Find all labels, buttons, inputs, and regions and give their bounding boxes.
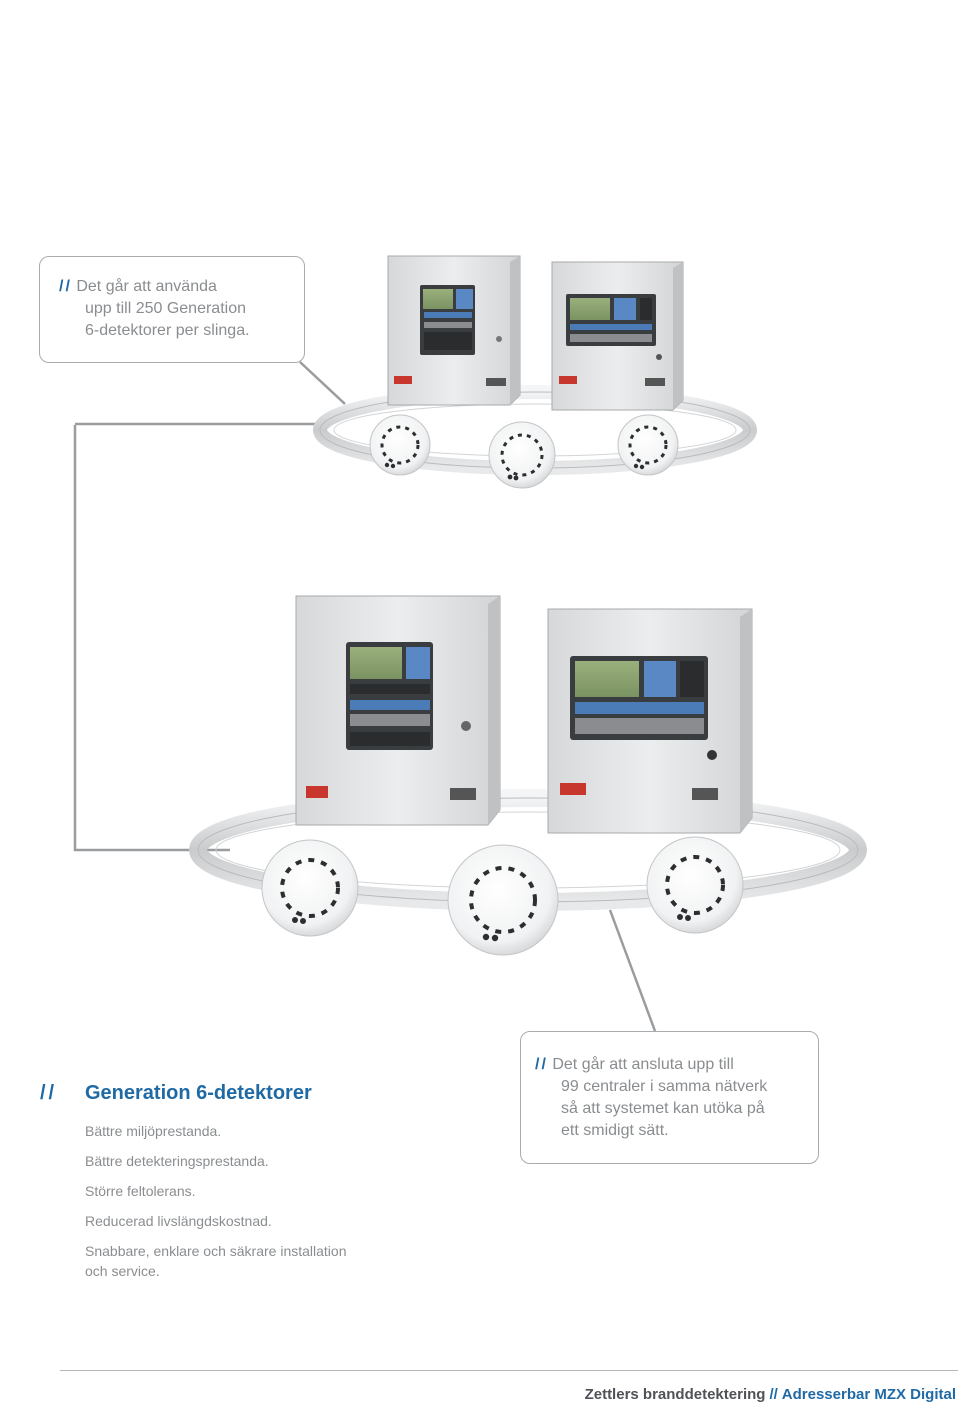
control-panel — [387, 255, 521, 406]
callout-line: ett smidigt sätt. — [561, 1122, 669, 1139]
callout-line: Det går att ansluta upp till — [552, 1056, 734, 1073]
feature-item: och service. — [85, 1263, 160, 1279]
callout-slash: // — [535, 1056, 548, 1073]
control-panel — [295, 595, 501, 826]
control-panel — [547, 608, 753, 834]
callout-slash: // — [59, 278, 72, 295]
smoke-detector — [261, 839, 359, 937]
smoke-detector — [447, 844, 559, 956]
footer-publication: Zettlers branddetektering — [584, 1386, 766, 1403]
feature-item: Större feltolerans. — [85, 1183, 196, 1199]
feature-item: Reducerad livslängdskostnad. — [85, 1213, 272, 1229]
smoke-detector — [369, 414, 431, 476]
network-cable — [73, 361, 657, 1032]
feature-title: Generation 6-detektorer — [85, 1082, 312, 1104]
smoke-detector — [617, 414, 679, 476]
callout-line: Det går att använda — [76, 278, 217, 295]
feature-item: Bättre detekteringsprestanda. — [85, 1153, 269, 1169]
callout-line: upp till 250 Generation — [85, 300, 246, 317]
footer-section-title: Adresserbar MZX Digital — [781, 1386, 956, 1403]
feature-list: Bättre miljöprestanda. Bättre detekterin… — [40, 1121, 440, 1281]
heading-slash: // — [40, 1082, 58, 1104]
feature-section: // Generation 6-detektorer Bättre miljöp… — [40, 1082, 440, 1281]
feature-heading: // Generation 6-detektorer — [40, 1082, 440, 1105]
callout-line: 99 centraler i samma nätverk — [561, 1078, 768, 1095]
footer-divider — [60, 1370, 958, 1371]
feature-item: Snabbare, enklare och säkrare installati… — [85, 1243, 347, 1259]
footer-slash: // — [769, 1386, 778, 1403]
smoke-detector — [488, 421, 556, 489]
callout-line: så att systemet kan utöka på — [561, 1100, 765, 1117]
callout-network-capacity: // Det går att ansluta upp till 99 centr… — [520, 1031, 819, 1164]
callout-line: 6-detektorer per slinga. — [85, 322, 250, 339]
callout-loop-capacity: // Det går att använda upp till 250 Gene… — [39, 256, 305, 363]
control-panel — [551, 261, 684, 411]
page-footer: Zettlers branddetektering//Adresserbar M… — [585, 1386, 956, 1403]
smoke-detector — [646, 836, 744, 934]
feature-item: Bättre miljöprestanda. — [85, 1123, 222, 1139]
